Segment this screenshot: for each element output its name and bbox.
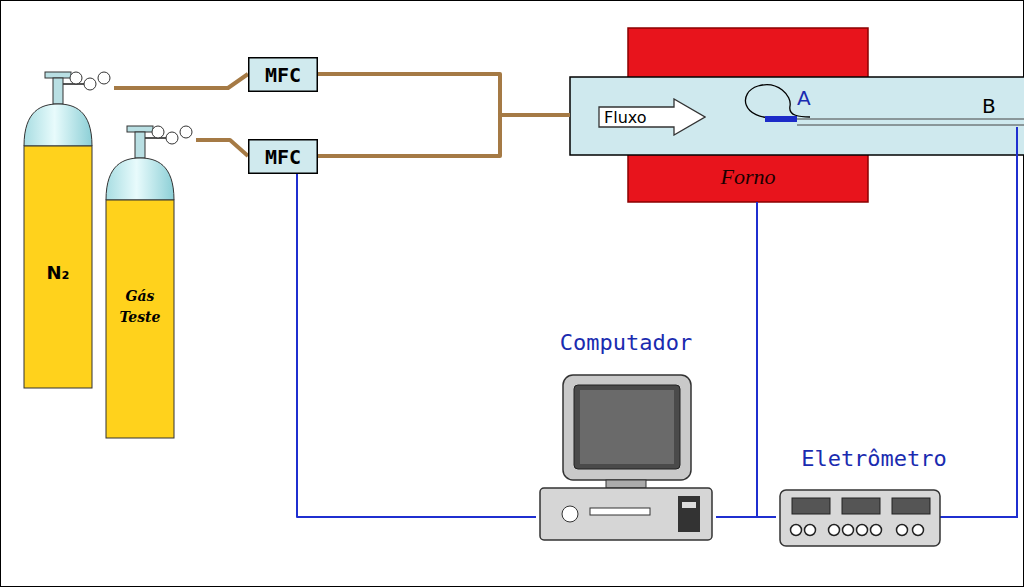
- node-label: N₂: [24, 262, 92, 283]
- gas-pipe: [318, 115, 570, 156]
- gas-pipe: [114, 74, 248, 88]
- quartz-tube: [570, 77, 1024, 155]
- computer-icon: [536, 330, 716, 542]
- electrometer-node: Eletrômetro: [776, 446, 968, 548]
- node-label: MFC: [265, 145, 301, 169]
- part-label: B: [982, 94, 996, 118]
- gas-cylinder-drawing: [22, 62, 114, 390]
- signal-wire: [716, 202, 757, 517]
- sensor-lead: [797, 125, 1024, 126]
- gas-pipe: [318, 74, 570, 115]
- sample-lead-loop: [745, 85, 810, 118]
- node-label: Gás Teste: [106, 286, 174, 328]
- signal-wire: [297, 174, 536, 517]
- gas-cylinder-node: Gás Teste: [104, 108, 196, 440]
- mfc-box-node: MFC: [248, 57, 318, 92]
- sensor-sample: [765, 116, 797, 122]
- node-label: Computador: [536, 330, 716, 355]
- gas-cylinder-drawing: [104, 108, 196, 440]
- flow-arrow-node: Fluxo: [598, 98, 706, 136]
- node-label: Eletrômetro: [780, 446, 968, 471]
- gas-pipe: [196, 140, 248, 156]
- sensor-lead: [797, 119, 1024, 120]
- signal-wire: [940, 127, 1017, 517]
- mfc-box-node: MFC: [248, 139, 318, 174]
- part-label: A: [797, 86, 811, 110]
- gas-cylinder-node: N₂: [22, 62, 114, 390]
- node-label: Fluxo: [604, 108, 647, 127]
- computer-node: Computador: [536, 330, 716, 542]
- node-label: MFC: [265, 63, 301, 87]
- signal-wire: [716, 517, 776, 518]
- node-label: Forno: [628, 164, 868, 190]
- furnace-node: Forno Fluxo: [570, 28, 868, 202]
